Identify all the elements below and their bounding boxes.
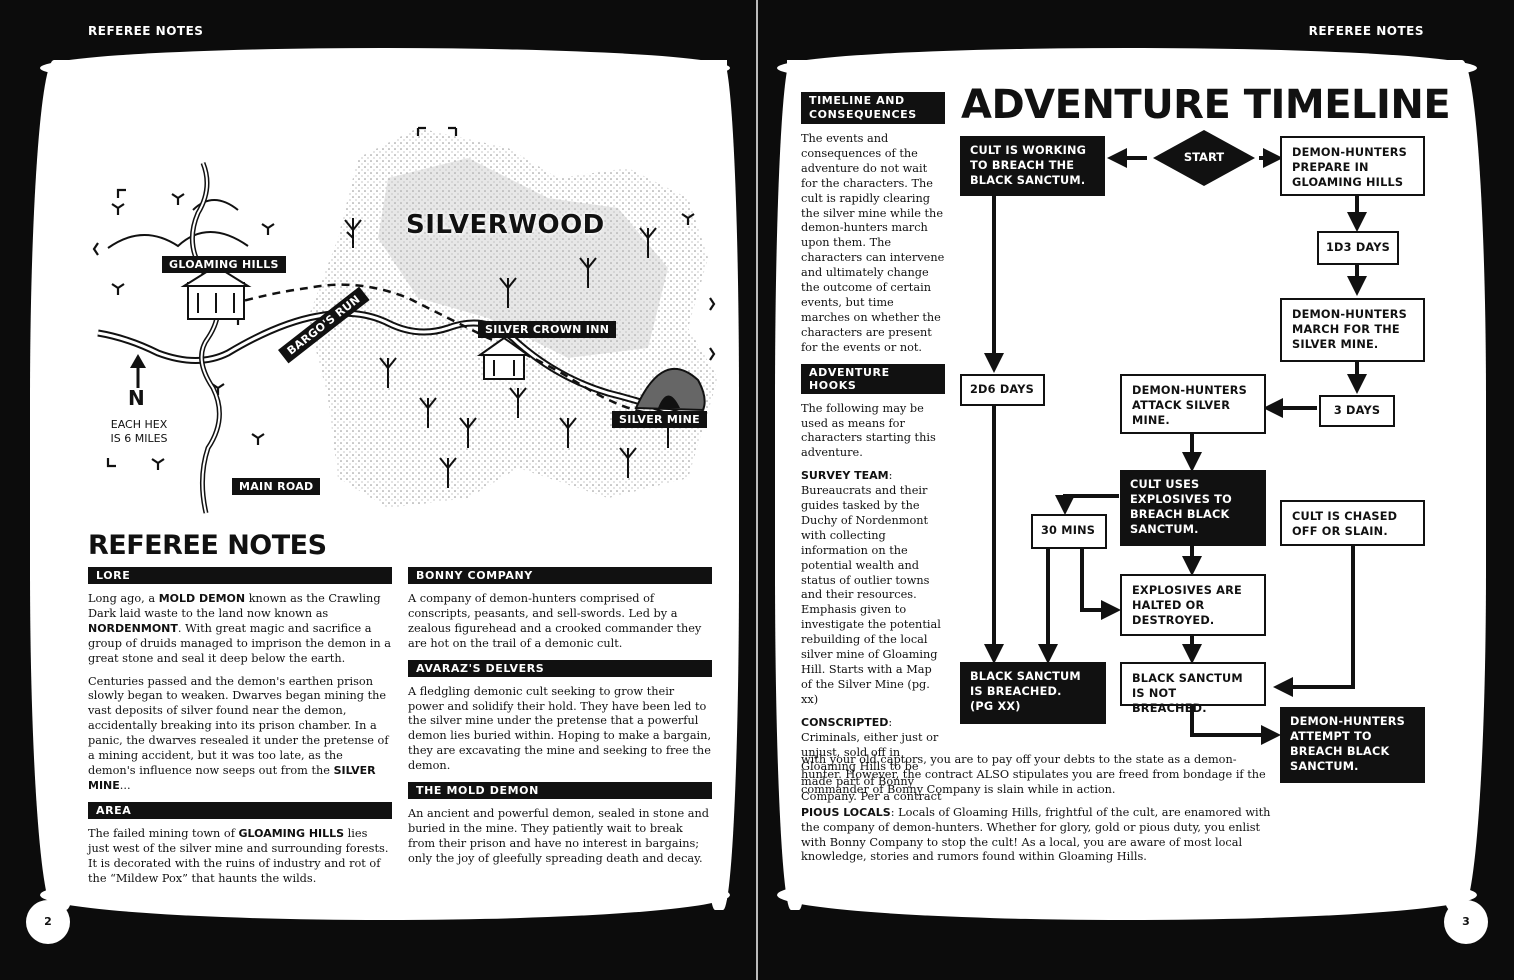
silver-mine xyxy=(634,368,706,412)
conscripted-paragraph-end: with your old captors, you are to pay of… xyxy=(801,753,1266,796)
timeline-heading: TIMELINE AND CONSEQUENCES xyxy=(801,92,945,124)
flow-start-label: START xyxy=(1183,150,1225,164)
sidebar: TIMELINE AND CONSEQUENCES The events and… xyxy=(801,92,945,805)
flow-30-mins: 30 MINS xyxy=(1031,514,1107,549)
lore-heading: LORE xyxy=(88,567,392,584)
left-page: REFEREE NOTES 2 xyxy=(0,0,757,980)
conscripted-paragraph-start: CONSCRIPTED:Criminals, either just or un… xyxy=(801,715,942,804)
pious-locals-paragraph: PIOUS LOCALS: Locals of Gloaming Hills, … xyxy=(801,805,1271,864)
map-label-silver-mine: SILVER MINE xyxy=(612,411,707,428)
left-column: LORE Long ago, a MOLD DEMON known as the… xyxy=(88,567,392,894)
flow-start-diamond: START xyxy=(1149,128,1259,188)
map-label-main-road: MAIN ROAD xyxy=(232,478,321,495)
hooks-paragraph: The following may be used as means for c… xyxy=(801,401,936,460)
mold-demon-heading: THE MOLD DEMON xyxy=(408,782,712,800)
map-label-silver-crown-inn: SILVER CROWN INN xyxy=(478,321,617,338)
map-scale-line1: EACH HEX xyxy=(110,418,168,431)
right-page: REFEREE NOTES 3 TIMELINE AND CONSEQUENCE… xyxy=(757,0,1514,980)
area-paragraph: The failed mining town of GLOAMING HILLS… xyxy=(88,826,389,885)
timeline-paragraph: The events and consequences of the adven… xyxy=(801,132,945,354)
timeline-title: ADVENTURE TIMELINE xyxy=(961,82,1451,128)
flow-3-days: 3 DAYS xyxy=(1319,395,1395,427)
region-map: SILVERWOOD GLOAMING HILLS BARGO'S RUN SI… xyxy=(88,118,728,518)
bonny-company-heading: BONNY COMPANY xyxy=(408,567,712,584)
map-illustration xyxy=(92,126,718,514)
avaraz-delvers-heading: AVARAZ'S DELVERS xyxy=(408,659,712,677)
running-head: REFEREE NOTES xyxy=(1308,24,1424,38)
book-gutter xyxy=(756,0,758,980)
bonny-company-paragraph: A company of demon-hunters comprised of … xyxy=(408,592,702,650)
page-number: 2 xyxy=(26,900,70,944)
compass-arrow xyxy=(130,354,146,388)
flow-connectors xyxy=(984,148,1367,745)
right-column: BONNY COMPANY A company of demon-hunters… xyxy=(408,567,712,875)
map-scale-line2: IS 6 MILES xyxy=(110,432,168,445)
hooks-heading: ADVENTURE HOOKS xyxy=(801,363,945,394)
area-heading: AREA xyxy=(88,801,392,819)
map-scale: EACH HEX IS 6 MILES xyxy=(108,418,170,446)
survey-team-paragraph: SURVEY TEAM:Bureaucrats and their guides… xyxy=(801,469,941,706)
lore-paragraph-1: Long ago, a MOLD DEMON known as the Craw… xyxy=(88,592,392,665)
compass-letter: N xyxy=(128,386,145,410)
map-title: SILVERWOOD xyxy=(406,210,605,240)
page-number: 3 xyxy=(1444,900,1488,944)
running-head: REFEREE NOTES xyxy=(88,24,204,38)
lore-paragraph-2: Centuries passed and the demon's earthen… xyxy=(88,674,389,792)
page-title: REFEREE NOTES xyxy=(88,530,327,561)
gloaming-hills-town xyxy=(180,264,252,320)
flow-1d3-days: 1D3 DAYS xyxy=(1317,231,1399,265)
mold-demon-paragraph: An ancient and powerful demon, sealed in… xyxy=(408,807,709,865)
sidebar-wide: with your old captors, you are to pay of… xyxy=(801,753,1271,873)
avaraz-delvers-paragraph: A fledgling demonic cult seeking to grow… xyxy=(408,684,712,773)
flow-2d6-days: 2D6 DAYS xyxy=(960,374,1045,406)
map-label-gloaming-hills: GLOAMING HILLS xyxy=(162,256,286,273)
silver-crown-inn xyxy=(476,336,532,380)
